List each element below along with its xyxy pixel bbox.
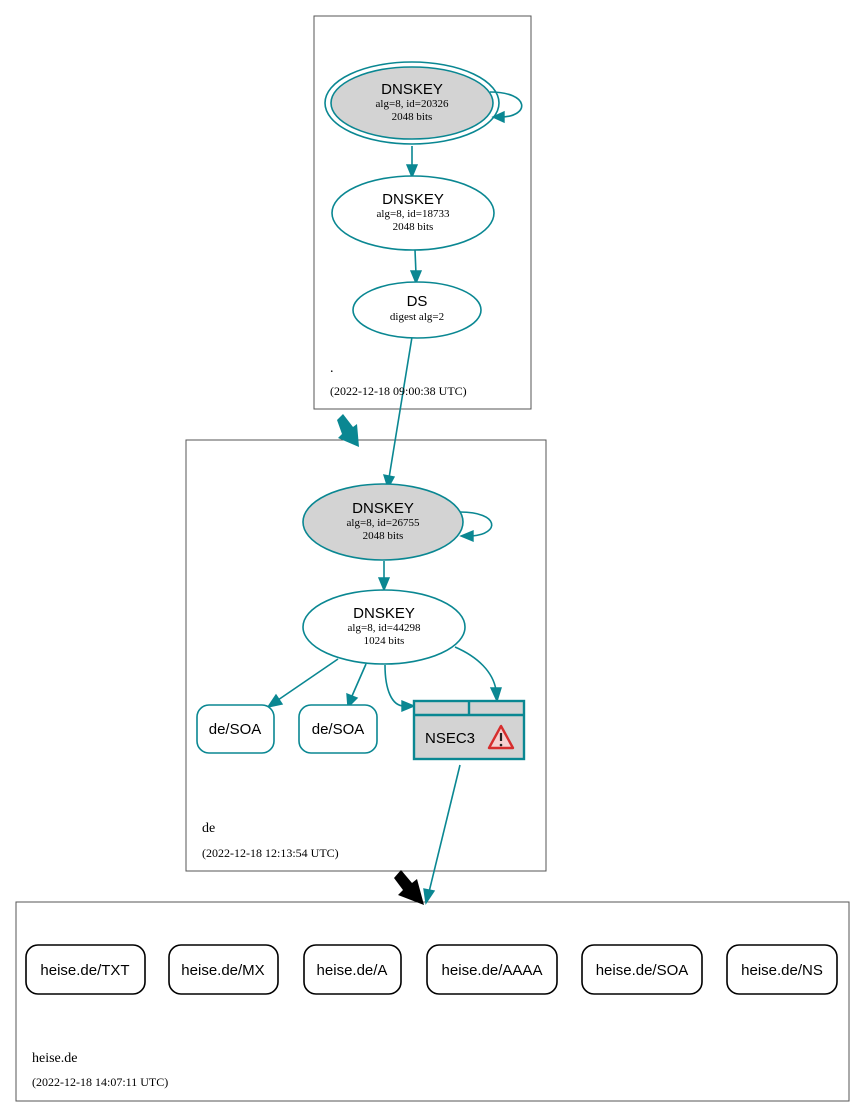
zone-root-name: . — [330, 361, 334, 376]
node-root-ds-title: DS — [407, 293, 428, 310]
edge-de-ksk-zsk-arrow — [377, 577, 391, 592]
node-root-ds[interactable]: DS digest alg=2 — [352, 281, 482, 339]
zone-de-timestamp: (2022-12-18 12:13:54 UTC) — [202, 846, 339, 860]
edge-de-zsk-nsec3-b — [454, 646, 497, 691]
node-root-zsk-title: DNSKEY — [382, 191, 444, 208]
record-mx-label: heise.de/MX — [181, 962, 264, 979]
record-aaaa-label: heise.de/AAAA — [442, 962, 543, 979]
edge-root-ksk-self-arrow — [491, 110, 505, 124]
node-root-zsk-line2: 2048 bits — [393, 221, 434, 233]
edge-de-zsk-soa2-arrow — [346, 692, 359, 709]
record-soa-label: heise.de/SOA — [596, 962, 689, 979]
node-de-zsk-title: DNSKEY — [353, 605, 415, 622]
node-de-ksk-line1: alg=8, id=26755 — [347, 517, 420, 529]
node-root-ksk-line2: 2048 bits — [392, 111, 433, 123]
edge-root-zsk-ds — [414, 249, 417, 275]
record-aaaa[interactable]: heise.de/AAAA — [426, 944, 558, 995]
node-root-ksk-line1: alg=8, id=20326 — [376, 98, 449, 110]
warning-icon — [487, 724, 515, 750]
node-root-zsk-line1: alg=8, id=18733 — [377, 208, 450, 220]
record-a-label: heise.de/A — [317, 962, 388, 979]
edge-de-ksk-self — [459, 511, 493, 537]
delegation-arrow-root-de — [337, 414, 359, 447]
edge-root-ksk-self — [489, 91, 523, 118]
zone-heise-name: heise.de — [32, 1051, 77, 1066]
record-ns[interactable]: heise.de/NS — [726, 944, 838, 995]
edge-de-zsk-soa2 — [351, 663, 367, 697]
zone-root-timestamp: (2022-12-18 09:00:38 UTC) — [330, 384, 467, 398]
edge-de-zsk-soa1 — [277, 658, 339, 701]
record-ns-label: heise.de/NS — [741, 962, 823, 979]
node-de-zsk-line1: alg=8, id=44298 — [348, 622, 421, 634]
edge-nsec3-heise-arrow — [423, 888, 436, 905]
node-de-zsk[interactable]: DNSKEY alg=8, id=44298 1024 bits — [302, 589, 466, 665]
edge-de-ksk-self-arrow — [459, 529, 474, 543]
node-root-ksk-title: DNSKEY — [381, 81, 443, 98]
edge-ds-de-ksk-arrow — [382, 474, 396, 490]
node-de-ksk-title: DNSKEY — [352, 500, 414, 517]
node-de-ksk-line2: 2048 bits — [363, 530, 404, 542]
node-nsec3-label: NSEC3 — [425, 730, 475, 747]
record-txt[interactable]: heise.de/TXT — [25, 944, 146, 995]
edge-de-zsk-nsec3-b-arrow — [489, 687, 502, 703]
node-root-zsk[interactable]: DNSKEY alg=8, id=18733 2048 bits — [331, 175, 495, 251]
edge-de-zsk-nsec3-a — [384, 664, 405, 707]
record-txt-label: heise.de/TXT — [40, 962, 129, 979]
node-de-soa-1-label: de/SOA — [209, 721, 262, 738]
record-a[interactable]: heise.de/A — [303, 944, 402, 995]
node-root-ds-line1: digest alg=2 — [390, 311, 444, 323]
edge-root-ksk-zsk-arrow — [405, 164, 419, 179]
edge-root-zsk-ds-arrow — [409, 270, 423, 285]
node-de-zsk-line2: 1024 bits — [364, 635, 405, 647]
node-de-soa-2-label: de/SOA — [312, 721, 365, 738]
edge-de-zsk-soa1-arrow — [266, 693, 284, 709]
node-de-soa-2[interactable]: de/SOA — [298, 704, 378, 754]
zone-heise-timestamp: (2022-12-18 14:07:11 UTC) — [32, 1075, 168, 1089]
node-root-ksk[interactable]: DNSKEY alg=8, id=20326 2048 bits — [324, 61, 500, 145]
node-de-soa-1[interactable]: de/SOA — [196, 704, 275, 754]
edge-de-zsk-nsec3-a-arrow — [401, 699, 416, 713]
zone-de-name: de — [202, 821, 215, 836]
record-mx[interactable]: heise.de/MX — [168, 944, 279, 995]
zone-heise — [15, 901, 850, 1102]
delegation-arrow-de-heise — [394, 870, 424, 905]
edge-nsec3-heise — [428, 764, 461, 893]
node-nsec3[interactable]: NSEC3 — [412, 699, 526, 761]
record-soa[interactable]: heise.de/SOA — [581, 944, 703, 995]
edge-ds-de-ksk — [388, 336, 413, 479]
node-de-ksk[interactable]: DNSKEY alg=8, id=26755 2048 bits — [302, 483, 464, 561]
